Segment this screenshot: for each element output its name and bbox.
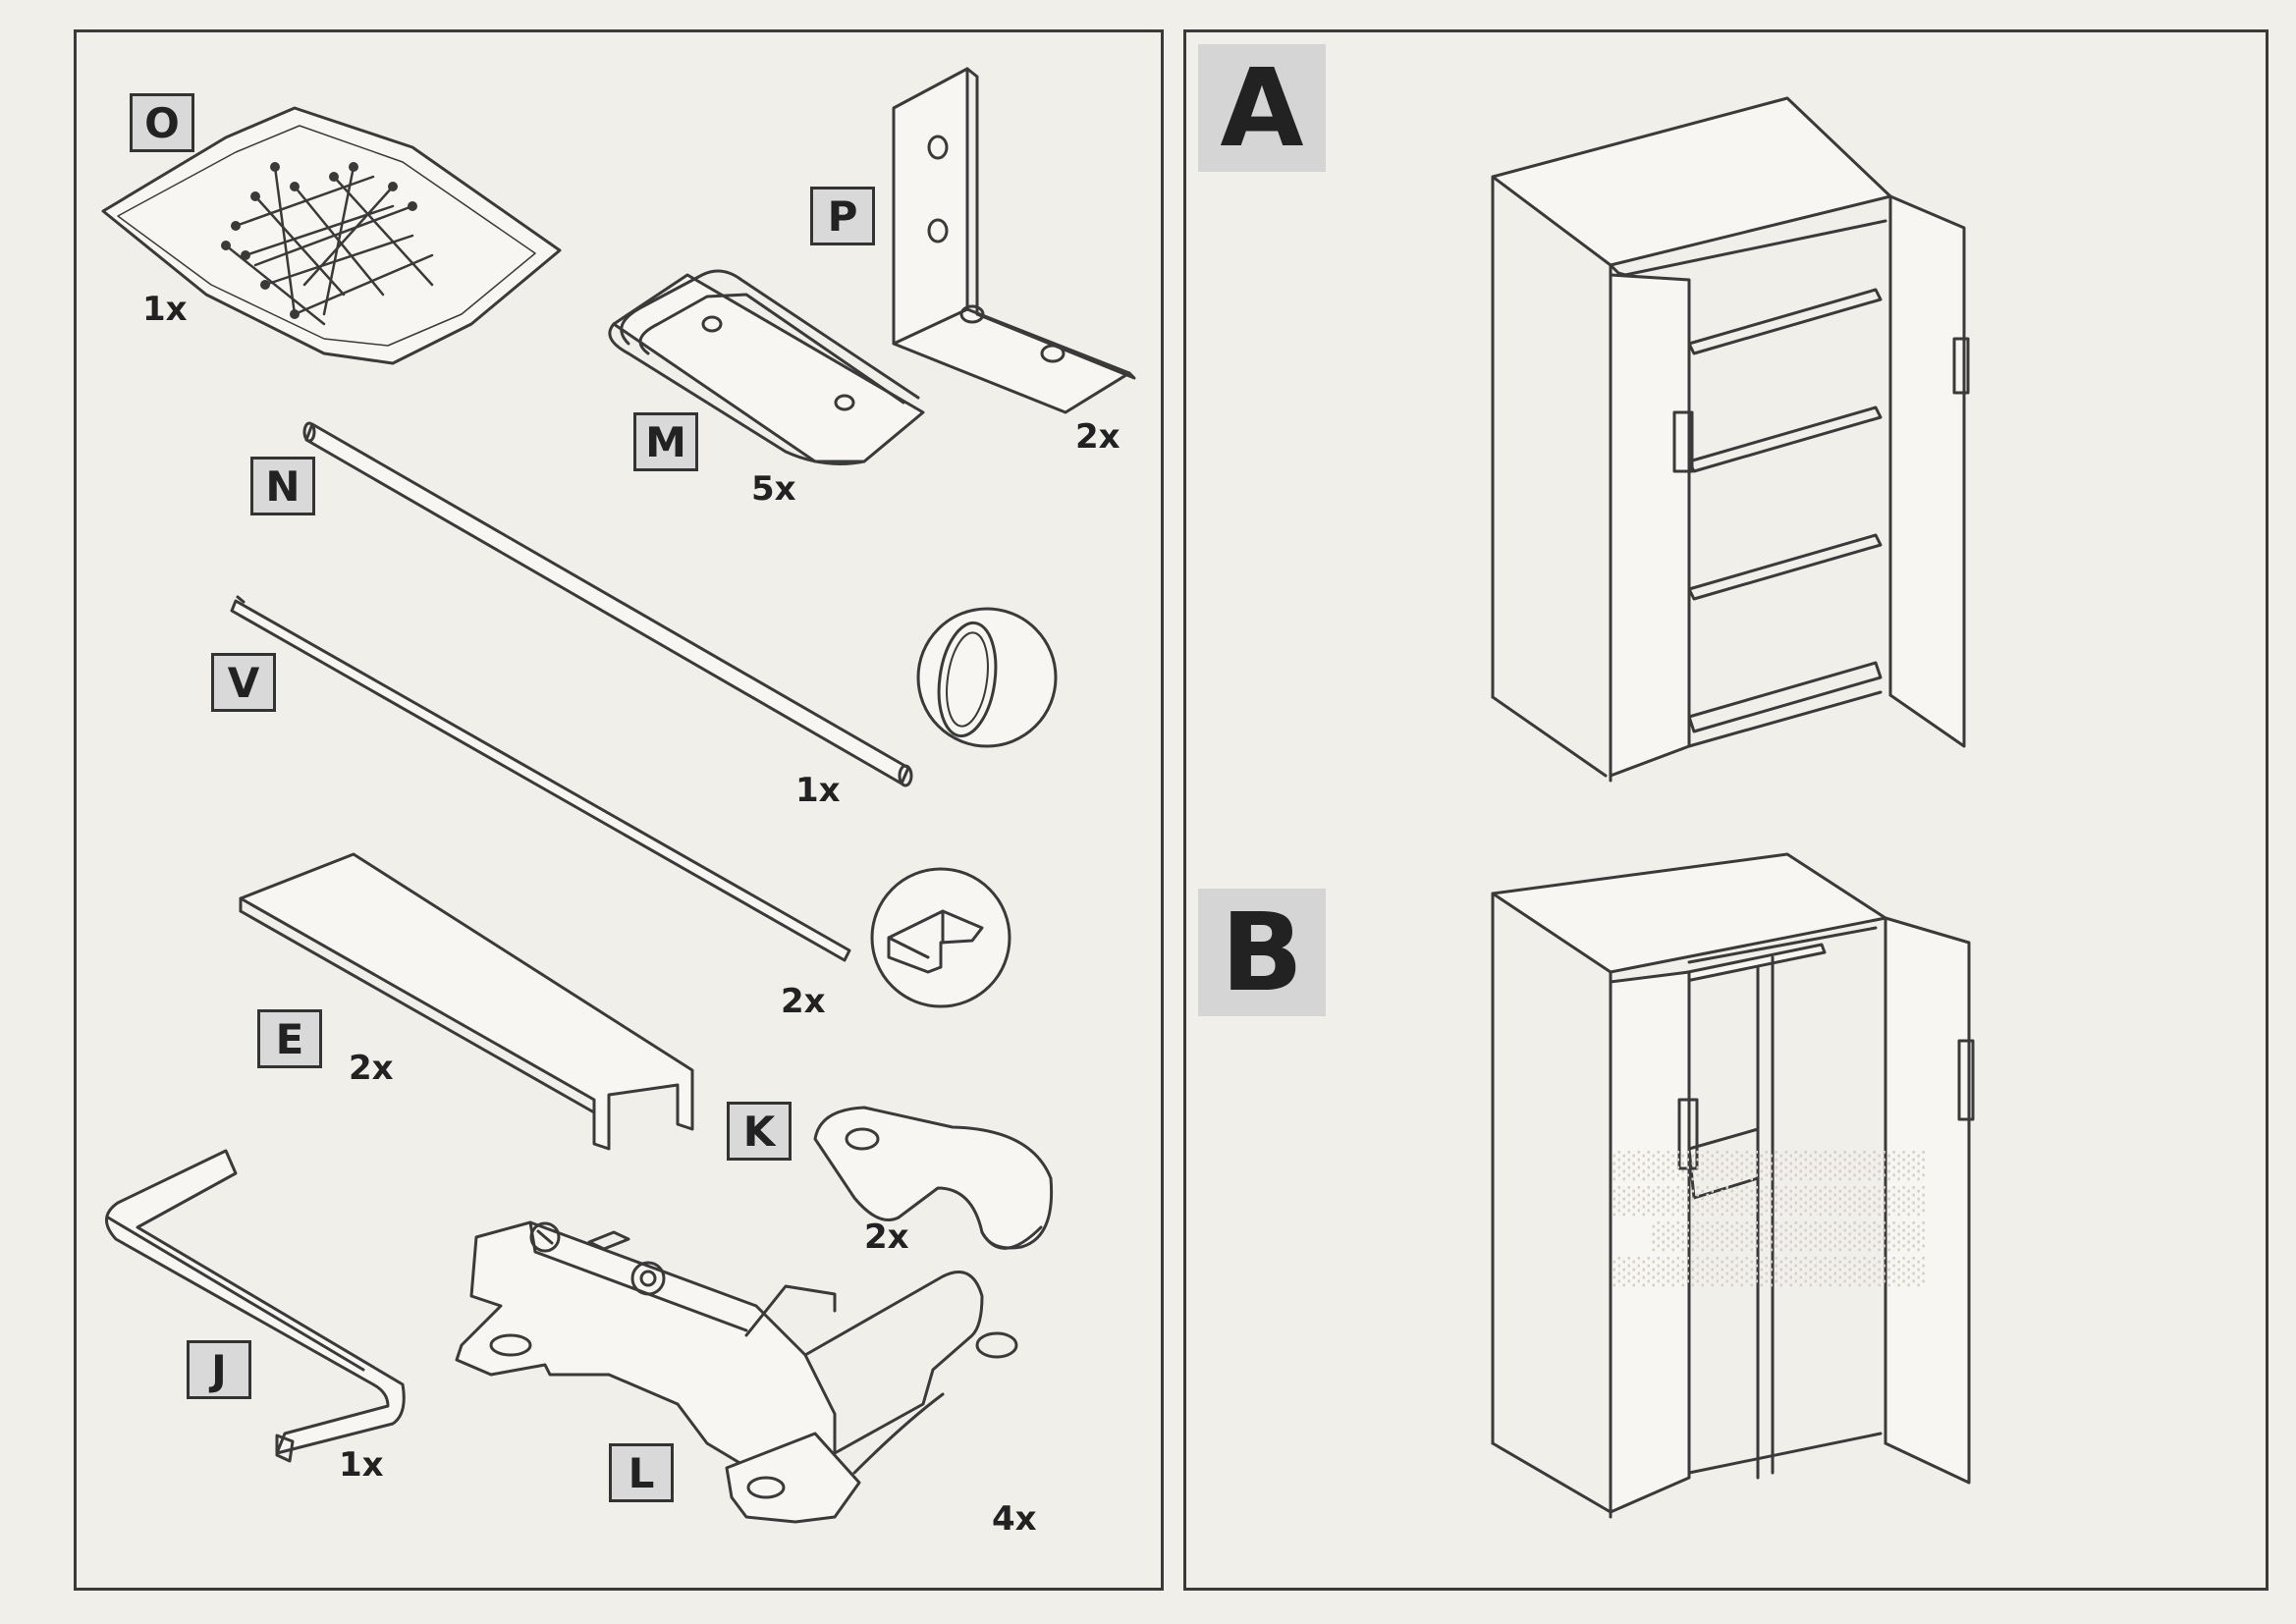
part-label-k: K — [727, 1102, 792, 1161]
part-qty-o: 1x — [142, 290, 188, 329]
part-qty-v: 2x — [781, 982, 826, 1021]
variant-label-a: A — [1198, 44, 1326, 172]
parts-panel — [74, 29, 1164, 1591]
part-label-p: P — [810, 187, 875, 245]
part-qty-j: 1x — [339, 1445, 384, 1485]
part-label-m: M — [633, 412, 698, 471]
part-label-j: J — [187, 1340, 251, 1399]
hanging-rod-icon — [302, 421, 1058, 787]
hex-key-icon — [105, 1149, 406, 1463]
hinge-icon — [455, 1220, 1018, 1524]
nails-bag-icon — [101, 106, 562, 365]
part-qty-n: 1x — [795, 771, 841, 810]
part-qty-e: 2x — [349, 1049, 394, 1088]
part-label-l: L — [609, 1443, 674, 1502]
part-qty-p: 2x — [1075, 417, 1121, 457]
guide-rail-icon — [230, 595, 1011, 1008]
u-profile-icon — [239, 852, 694, 1151]
variant-label-b: B — [1198, 889, 1326, 1016]
rod-holder-icon — [813, 1106, 1054, 1250]
cabinet-with-rod-icon — [1491, 852, 1975, 1519]
part-label-n: N — [250, 457, 315, 515]
variants-panel — [1183, 29, 2269, 1591]
shelf-support-icon — [608, 269, 925, 465]
cabinet-with-shelves-icon — [1491, 96, 1970, 783]
corner-bracket-icon — [892, 67, 1136, 414]
part-label-v: V — [211, 653, 276, 712]
part-label-e: E — [257, 1009, 322, 1068]
part-qty-k: 2x — [864, 1218, 909, 1257]
part-label-o: O — [130, 93, 194, 152]
part-qty-l: 4x — [992, 1499, 1037, 1539]
part-qty-m: 5x — [751, 469, 796, 509]
